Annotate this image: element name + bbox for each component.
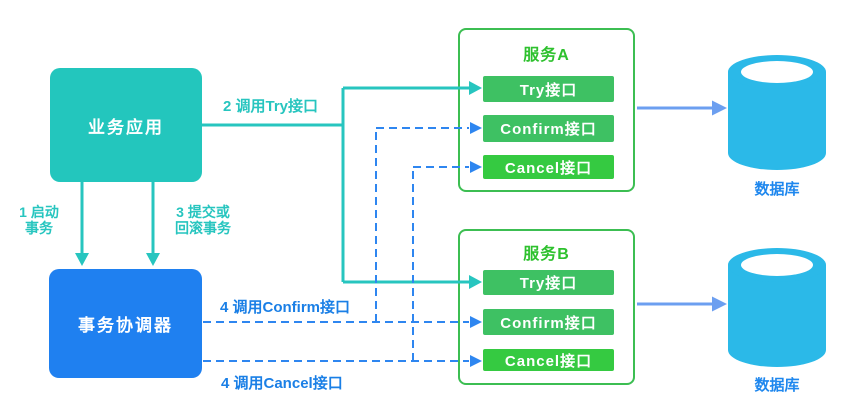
edge-label-start-transaction: 1 启动 事务 (6, 204, 72, 236)
service-a-cancel-interface: Cancel接口 (483, 155, 614, 179)
edge-label-start-line2: 事务 (25, 220, 53, 236)
database-b-label: 数据库 (754, 377, 800, 394)
edge-label-call-try: 2 调用Try接口 (223, 98, 319, 115)
transaction-coordinator-node: 事务协调器 (49, 269, 202, 378)
edge-label-call-confirm: 4 调用Confirm接口 (220, 299, 351, 316)
edge-label-commit-line2: 回滚事务 (175, 220, 231, 236)
edge-label-commit-rollback: 3 提交或 回滚事务 (161, 204, 245, 236)
service-a-confirm-interface: Confirm接口 (483, 115, 614, 142)
service-a-title: 服务A (523, 47, 570, 64)
transaction-coordinator-label: 事务协调器 (78, 316, 173, 335)
service-b-try-interface: Try接口 (483, 270, 614, 295)
service-b-confirm-interface: Confirm接口 (483, 309, 614, 335)
edge-label-call-cancel: 4 调用Cancel接口 (221, 375, 343, 392)
business-app-label: 业务应用 (88, 117, 164, 137)
service-a-try-interface: Try接口 (483, 76, 614, 102)
business-app-node: 业务应用 (50, 68, 202, 182)
database-icon (728, 248, 826, 367)
service-a-panel: 服务A Try接口 Confirm接口 Cancel接口 (458, 28, 635, 192)
database-a-label: 数据库 (754, 181, 800, 198)
service-b-title: 服务B (523, 246, 570, 263)
service-b-cancel-interface: Cancel接口 (483, 349, 614, 371)
database-icon (728, 55, 826, 170)
service-b-panel: 服务B Try接口 Confirm接口 Cancel接口 (458, 229, 635, 385)
edge-label-start-line1: 1 启动 (19, 204, 59, 220)
edge-label-commit-line1: 3 提交或 (176, 204, 230, 220)
